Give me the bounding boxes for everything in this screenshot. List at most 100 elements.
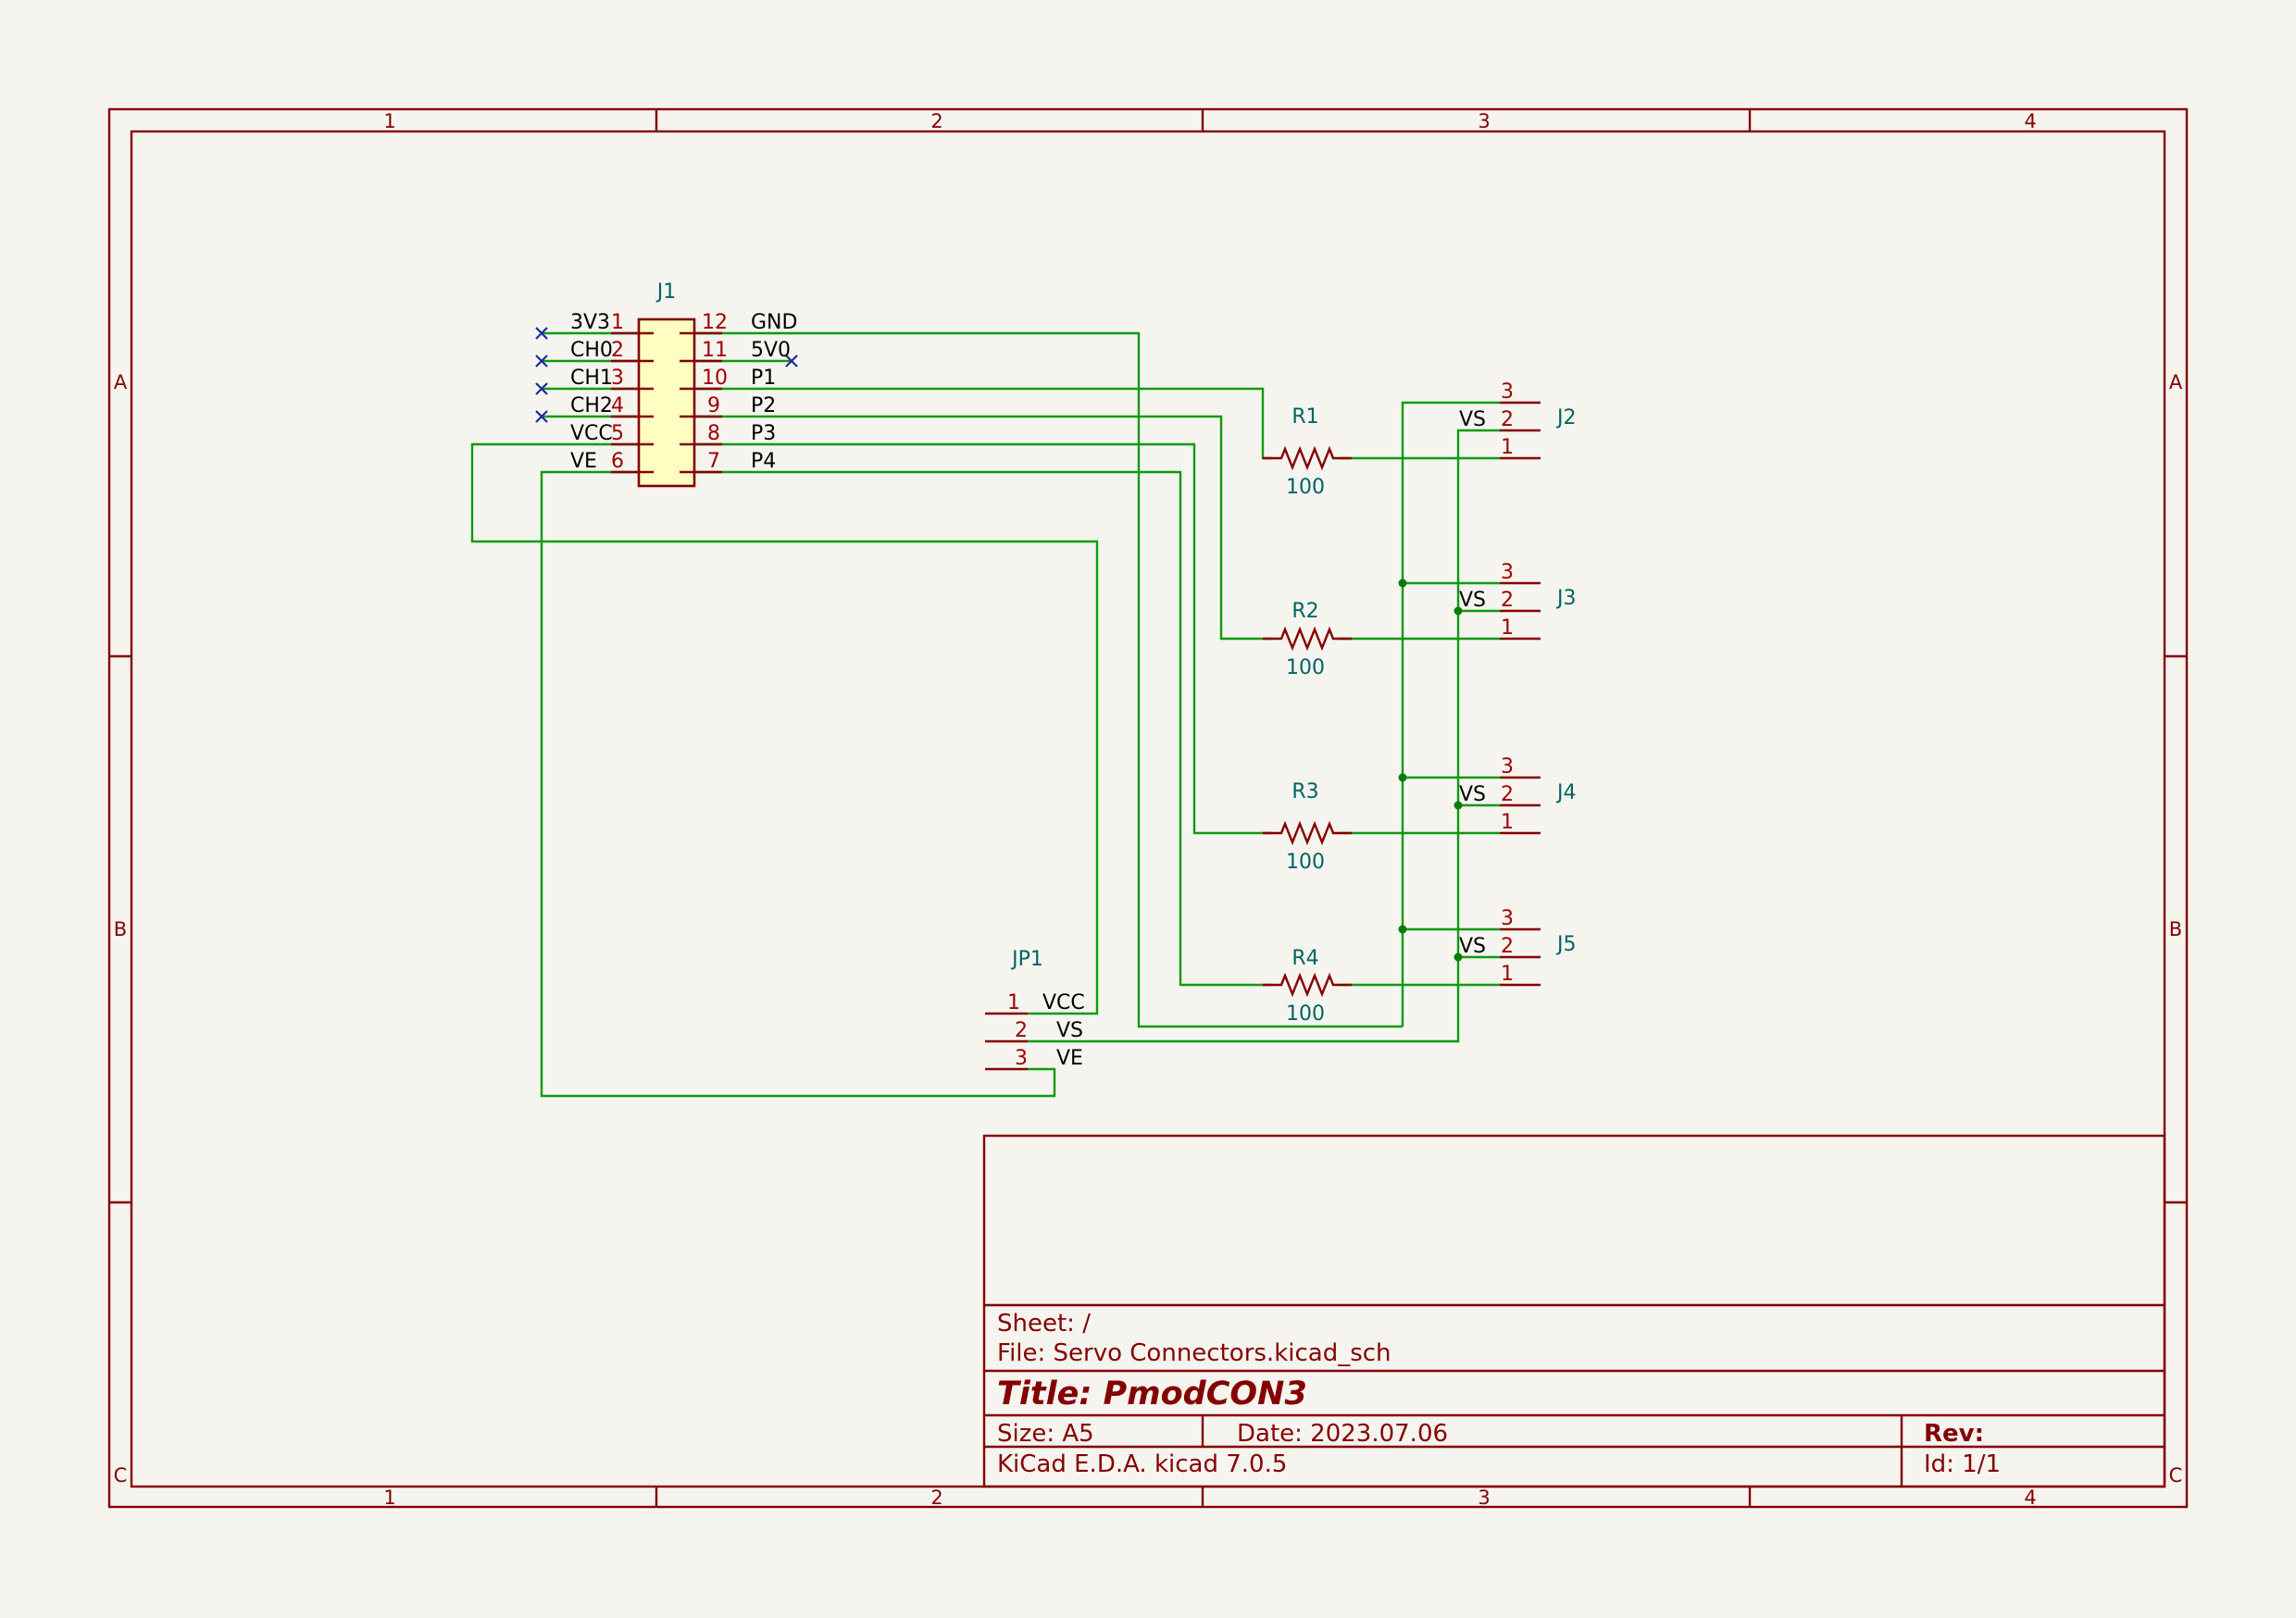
file-name: File: Servo Connectors.kicad_sch: [997, 1339, 1391, 1367]
wires: [470, 331, 1500, 1098]
j1-pin7-name: P4: [751, 450, 776, 473]
zone-row-b-right: B: [2169, 918, 2182, 940]
connector-j4[interactable]: 3 2 1 VS J4: [1459, 755, 1577, 835]
paper-size: Size: A5: [997, 1420, 1094, 1448]
junctions: [1398, 579, 1463, 962]
resistor-r2[interactable]: R2 100: [1263, 600, 1352, 679]
zone-col-1-top: 1: [383, 110, 395, 132]
junction-dot: [1398, 773, 1407, 782]
j1-pin11-num: 11: [702, 339, 728, 362]
j3-pin2-num: 2: [1501, 589, 1514, 612]
zone-col-2-bottom: 2: [930, 1487, 942, 1509]
j4-pin1-num: 1: [1501, 811, 1514, 834]
j1-pin1-num: 1: [611, 311, 624, 334]
r4-value: 100: [1286, 1002, 1325, 1026]
j5-pin3-num: 3: [1501, 907, 1514, 930]
j3-vs-label: VS: [1459, 589, 1486, 612]
title-block: Sheet: / File: Servo Connectors.kicad_sc…: [982, 1134, 2166, 1488]
junction-dot: [1398, 579, 1407, 588]
jp1-pin3-num: 3: [1015, 1047, 1028, 1070]
j1-pin8-name: P3: [751, 422, 776, 445]
zone-col-2-top: 2: [930, 110, 942, 132]
j1-pin3-name: CH1: [570, 367, 613, 390]
no-connect-icon: [535, 355, 548, 367]
schematic-title: Title: PmodCON3: [997, 1375, 1307, 1413]
jp1-pin1-name: VCC: [1042, 991, 1085, 1014]
revision: Rev:: [1924, 1420, 1984, 1448]
j1-ref: J1: [655, 280, 677, 304]
j3-ref: J3: [1555, 587, 1577, 610]
jp1-ref: JP1: [1010, 948, 1043, 971]
sheet-name: Sheet: /: [997, 1310, 1091, 1338]
j4-pin2-num: 2: [1501, 783, 1514, 806]
j5-pin1-num: 1: [1501, 963, 1514, 986]
j1-pin10-num: 10: [702, 367, 728, 390]
j2-vs-label: VS: [1459, 408, 1486, 431]
zone-col-3-top: 3: [1478, 110, 1490, 132]
resistor-r3[interactable]: R3 100: [1263, 780, 1352, 874]
connector-j2[interactable]: 3 2 1 VS J2: [1459, 380, 1577, 460]
sheet-id: Id: 1/1: [1924, 1450, 2001, 1478]
j5-pin2-num: 2: [1501, 935, 1514, 958]
r1-ref: R1: [1292, 405, 1318, 429]
zone-row-a-left: A: [114, 371, 128, 393]
no-connect-icon: [535, 327, 548, 340]
no-connect-icon: [535, 410, 548, 423]
junction-dot: [1454, 801, 1463, 810]
resistor-r1[interactable]: R1 100: [1263, 405, 1352, 499]
drawing-frame: 1 2 3 4 1 2 3 4 A B C A B C: [107, 107, 2189, 1509]
zone-row-b-left: B: [114, 918, 127, 940]
j4-pin3-num: 3: [1501, 755, 1514, 778]
j1-pin8-num: 8: [707, 422, 720, 445]
tool-version: KiCad E.D.A. kicad 7.0.5: [997, 1450, 1287, 1478]
date: Date: 2023.07.06: [1237, 1420, 1448, 1448]
j1-pin3-num: 3: [611, 367, 624, 390]
connector-j1[interactable]: J1 3V3 1 CH0 2 CH1 3 CH2 4 VCC 5 VE 6 12…: [570, 280, 797, 488]
j1-pin7-num: 7: [707, 450, 720, 473]
r4-ref: R4: [1292, 947, 1318, 970]
jp1-pin2-num: 2: [1015, 1019, 1028, 1042]
j1-pin9-name: P2: [751, 394, 776, 417]
zone-row-c-right: C: [2169, 1464, 2183, 1487]
j1-pin12-num: 12: [702, 311, 728, 334]
j1-pin4-name: CH2: [570, 394, 613, 417]
j1-pin10-name: P1: [751, 367, 776, 390]
zone-row-a-right: A: [2169, 371, 2183, 393]
j5-vs-label: VS: [1459, 935, 1486, 958]
j4-vs-label: VS: [1459, 783, 1486, 806]
zone-col-4-bottom: 4: [2024, 1487, 2036, 1509]
j1-pin12-name: GND: [751, 311, 797, 334]
connector-j3[interactable]: 3 2 1 VS J3: [1459, 561, 1577, 641]
j1-pin9-num: 9: [707, 394, 720, 417]
junction-dot: [1454, 606, 1463, 616]
jp1-pin2-name: VS: [1056, 1019, 1083, 1042]
j1-pin6-num: 6: [611, 450, 624, 473]
j1-pin5-name: VCC: [570, 422, 613, 445]
r3-ref: R3: [1292, 780, 1318, 803]
j1-pin11-name: 5V0: [751, 339, 791, 362]
jp1-pin1-num: 1: [1007, 991, 1020, 1014]
j2-pin1-num: 1: [1501, 436, 1514, 459]
j1-pin1-name: 3V3: [570, 311, 610, 334]
r2-value: 100: [1286, 656, 1325, 679]
resistor-r4[interactable]: R4 100: [1263, 947, 1352, 1026]
j1-pin5-num: 5: [611, 422, 624, 445]
j1-pin2-num: 2: [611, 339, 624, 362]
jumper-jp1[interactable]: JP1 1 2 3 VCC VS VE: [985, 948, 1085, 1071]
no-connect-icon: [535, 382, 548, 395]
zone-row-c-left: C: [114, 1464, 128, 1487]
zone-col-3-bottom: 3: [1478, 1487, 1490, 1509]
connector-j5[interactable]: 3 2 1 VS J5: [1459, 907, 1577, 987]
j1-pin4-num: 4: [611, 394, 624, 417]
no-connect-markers: [535, 327, 798, 423]
junction-dot: [1454, 952, 1463, 962]
j2-pin2-num: 2: [1501, 408, 1514, 431]
j3-pin3-num: 3: [1501, 561, 1514, 584]
junction-dot: [1398, 925, 1407, 934]
j1-pin6-name: VE: [570, 450, 597, 473]
zone-col-4-top: 4: [2024, 110, 2036, 132]
jp1-pin3-name: VE: [1056, 1047, 1083, 1070]
r3-value: 100: [1286, 851, 1325, 874]
j1-pin2-name: CH0: [570, 339, 613, 362]
